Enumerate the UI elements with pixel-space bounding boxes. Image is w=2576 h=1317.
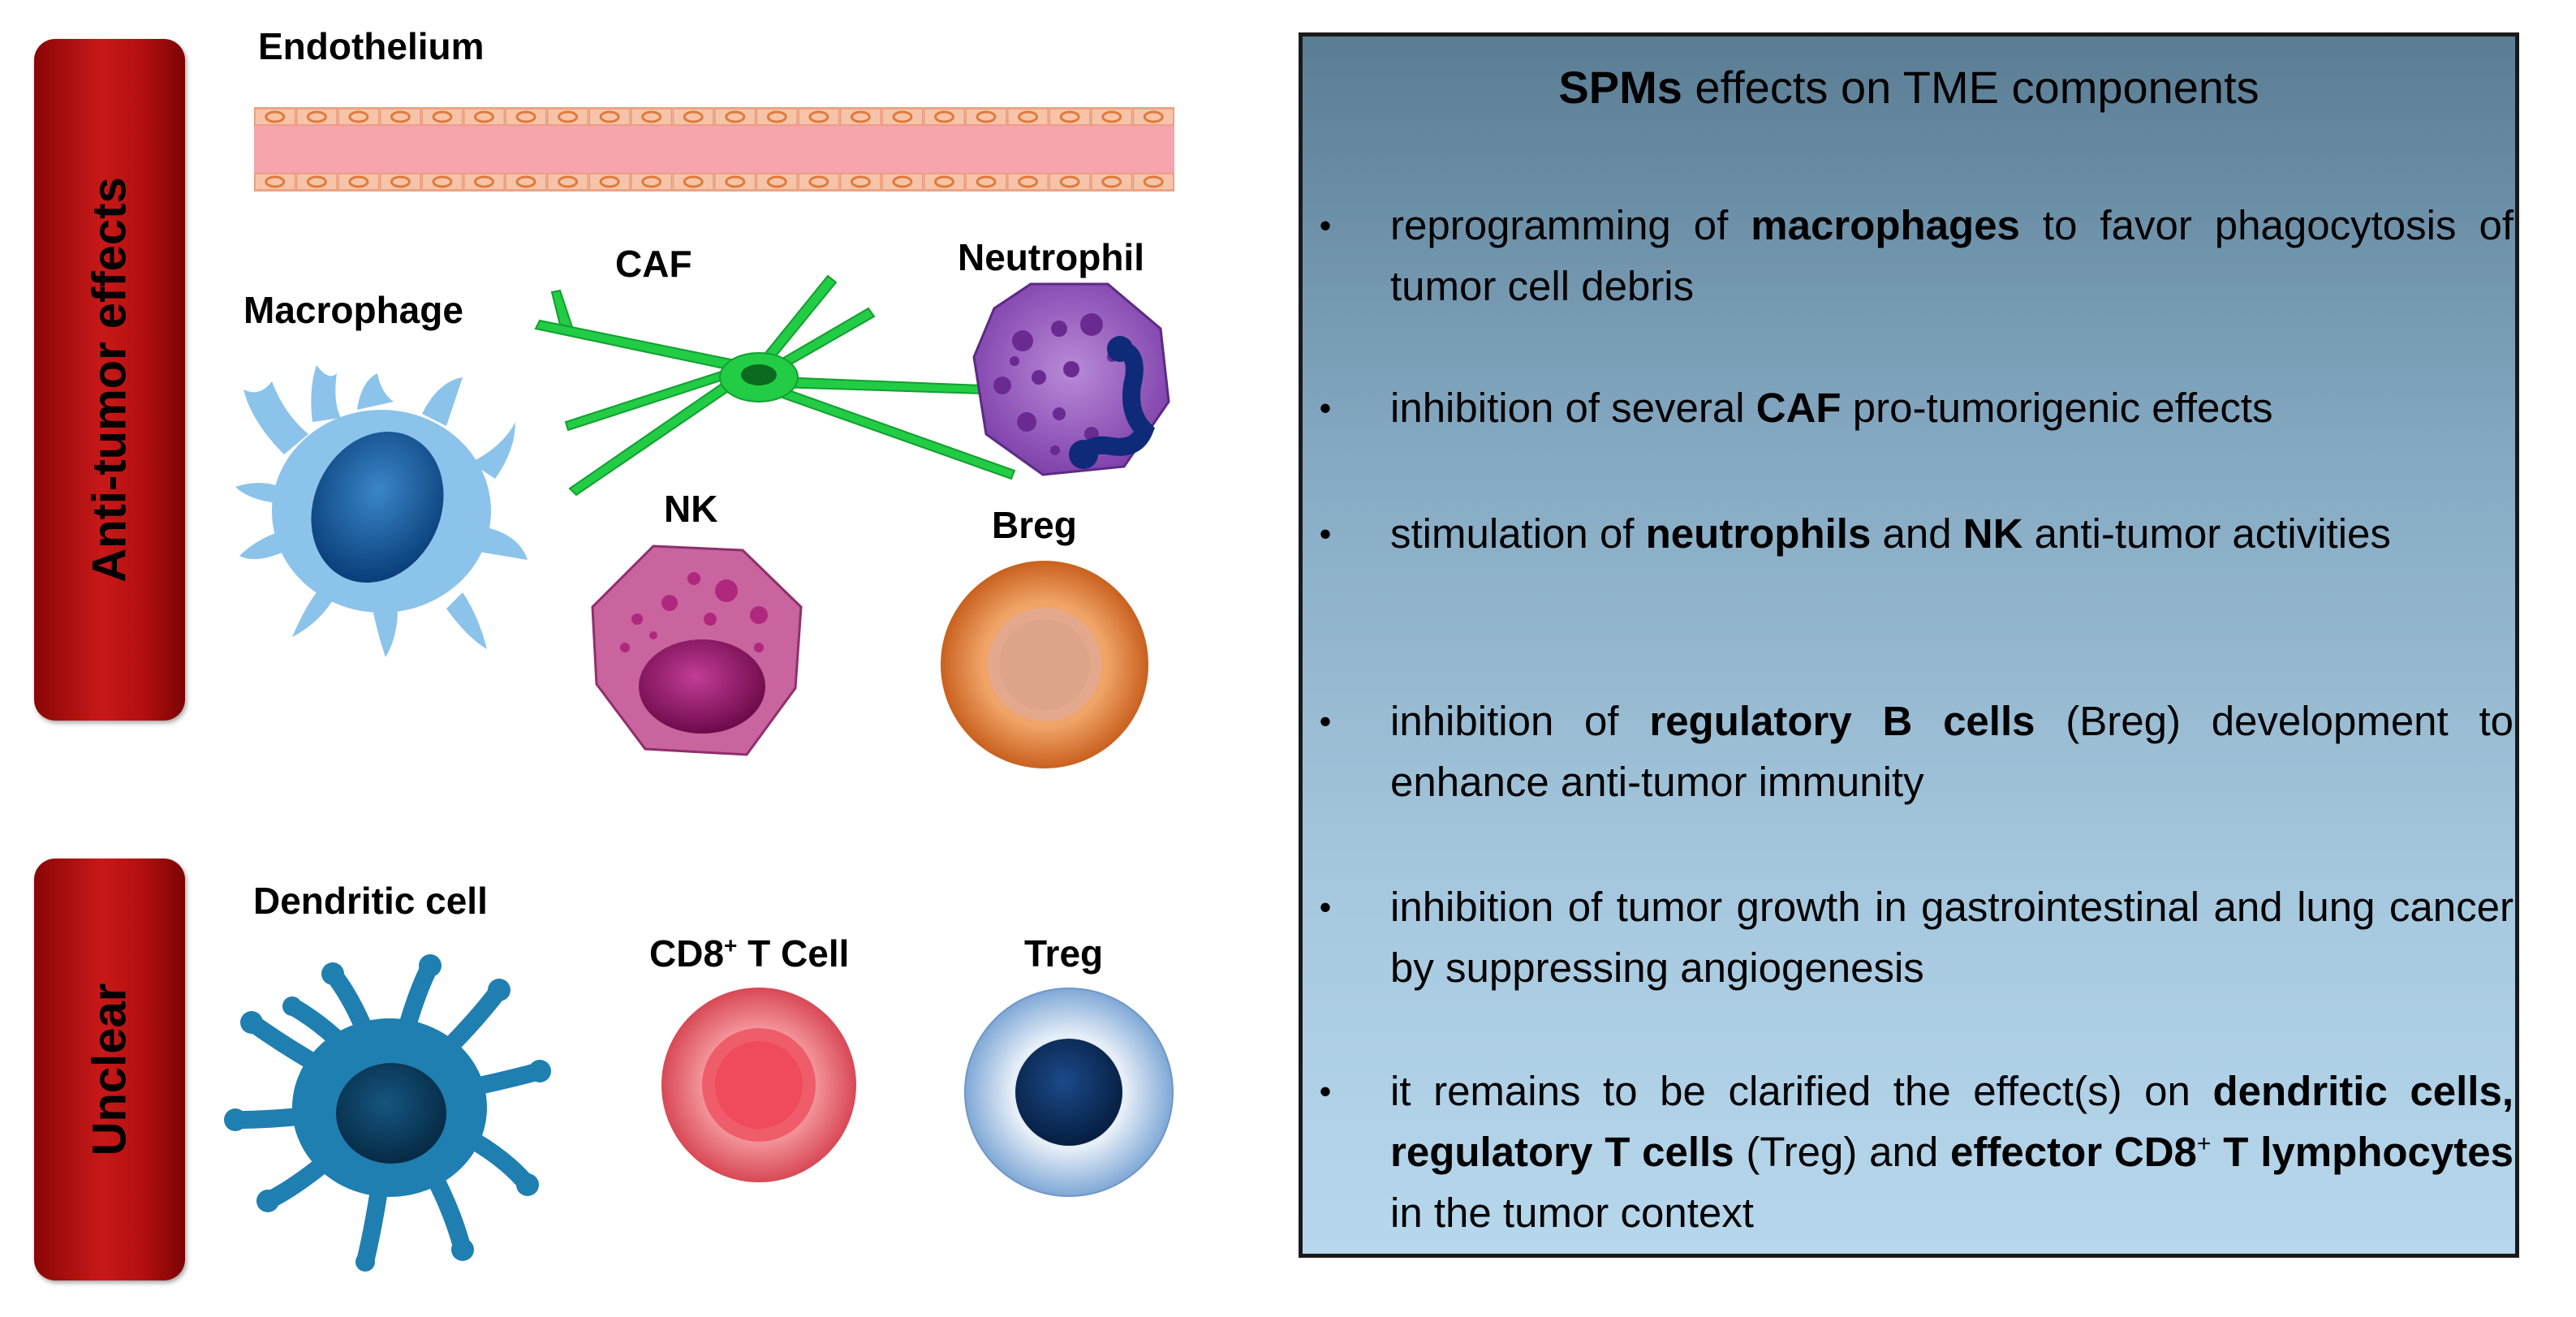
cd8-t-cell-label: CD8+ T Cell (649, 932, 849, 975)
bullet-breg: • inhibition of regulatory B cells (Breg… (1320, 691, 2514, 812)
endothelial-nucleus (474, 110, 494, 123)
bullet-macrophages: • reprogramming of macrophages to favor … (1320, 195, 2514, 316)
endothelium-label: Endothelium (258, 25, 485, 67)
unclear-category-bar: Unclear (34, 859, 185, 1280)
breg-cell-icon (941, 561, 1148, 768)
endothelial-nucleus (976, 175, 997, 188)
endothelial-nucleus (306, 110, 327, 123)
macrophage-label: Macrophage (243, 289, 463, 331)
spm-effects-panel: SPMs effects on TME components • reprogr… (1299, 32, 2519, 1258)
endothelial-nucleus (1018, 175, 1039, 188)
endothelial-nucleus (265, 175, 286, 188)
caf-fibroblast-icon (534, 274, 1016, 497)
bullet-dot: • (1319, 702, 1332, 740)
panel-title-bold: SPMs (1558, 62, 1682, 113)
endothelial-nucleus (432, 175, 453, 188)
endothelial-nucleus (1101, 110, 1122, 123)
cd8-label-prefix: CD8 (649, 932, 725, 975)
endothelial-nucleus (892, 110, 913, 123)
bullet-dot: • (1319, 888, 1332, 926)
endothelial-nucleus (725, 175, 746, 188)
endothelial-nucleus (390, 175, 411, 188)
endothelial-nucleus (934, 175, 954, 188)
endothelial-nucleus (683, 175, 704, 188)
endothelial-nucleus (1143, 110, 1164, 123)
endothelial-nucleus (976, 110, 997, 123)
panel-title-rest: effects on TME components (1682, 62, 2259, 113)
endothelial-nucleus (1018, 110, 1039, 123)
dendritic-cell-icon (224, 954, 551, 1272)
endothelial-nucleus (808, 175, 829, 188)
endothelial-nucleus (641, 110, 662, 123)
endothelial-nucleus (265, 110, 286, 123)
endothelial-nucleus (558, 110, 579, 123)
breg-label: Breg (992, 504, 1077, 546)
endothelial-nucleus (766, 110, 787, 123)
endothelial-nucleus (1101, 175, 1122, 188)
bullet-caf: • inhibition of several CAF pro-tumorige… (1320, 377, 2514, 438)
bullet-dot: • (1319, 514, 1332, 553)
unclear-category-label: Unclear (83, 983, 136, 1156)
treg-cell-icon (964, 988, 1174, 1197)
cd8-t-cell-icon (661, 988, 856, 1182)
bullet-unclear-effects: • it remains to be clarified the effect(… (1320, 1061, 2514, 1243)
dendritic-cell-label: Dendritic cell (253, 880, 488, 922)
anti-tumor-category-label: Anti-tumor effects (83, 177, 136, 583)
endothelial-nucleus (515, 175, 536, 188)
endothelial-nucleus (1059, 110, 1080, 123)
endothelial-nucleus (432, 110, 453, 123)
endothelial-nucleus (892, 175, 913, 188)
caf-label: CAF (615, 243, 692, 285)
endothelial-nucleus (474, 175, 494, 188)
neutrophil-label: Neutrophil (958, 236, 1144, 278)
endothelial-cell-row-bottom (254, 173, 1174, 191)
endothelial-cell-row-top (254, 108, 1174, 126)
bullet-dot: • (1319, 206, 1332, 244)
endothelial-nucleus (808, 110, 829, 123)
anti-tumor-category-bar: Anti-tumor effects (34, 39, 185, 721)
endothelial-nucleus (390, 110, 411, 123)
endothelial-nucleus (766, 175, 787, 188)
endothelial-nucleus (683, 110, 704, 123)
endothelial-nucleus (306, 175, 327, 188)
neutrophil-cell-icon (972, 282, 1170, 476)
bullet-dot: • (1319, 1072, 1332, 1110)
bullet-angiogenesis: • inhibition of tumor growth in gastroin… (1320, 876, 2514, 998)
endothelial-nucleus (1059, 175, 1080, 188)
endothelial-nucleus (348, 110, 369, 123)
endothelial-nucleus (599, 175, 620, 188)
cd8-label-suffix: T Cell (737, 932, 850, 975)
endothelial-nucleus (850, 175, 871, 188)
endothelial-nucleus (558, 175, 579, 188)
endothelial-nucleus (515, 110, 536, 123)
cd8-label-superscript: + (724, 932, 738, 958)
endothelium-vessel-diagram (254, 107, 1174, 192)
bullet-dot: • (1319, 389, 1332, 427)
endothelial-nucleus (934, 110, 954, 123)
nk-cell-icon (591, 544, 803, 756)
endothelial-nucleus (850, 110, 871, 123)
macrophage-cell-icon (235, 365, 528, 657)
endothelial-nucleus (348, 175, 369, 188)
panel-title: SPMs effects on TME components (1303, 61, 2515, 114)
endothelial-nucleus (1143, 175, 1164, 188)
endothelial-nucleus (641, 175, 662, 188)
treg-label: Treg (1024, 932, 1104, 975)
bullet-neutrophils-nk: • stimulation of neutrophils and NK anti… (1320, 503, 2514, 564)
endothelial-nucleus (725, 110, 746, 123)
endothelial-nucleus (599, 110, 620, 123)
nk-label: NK (664, 488, 718, 530)
